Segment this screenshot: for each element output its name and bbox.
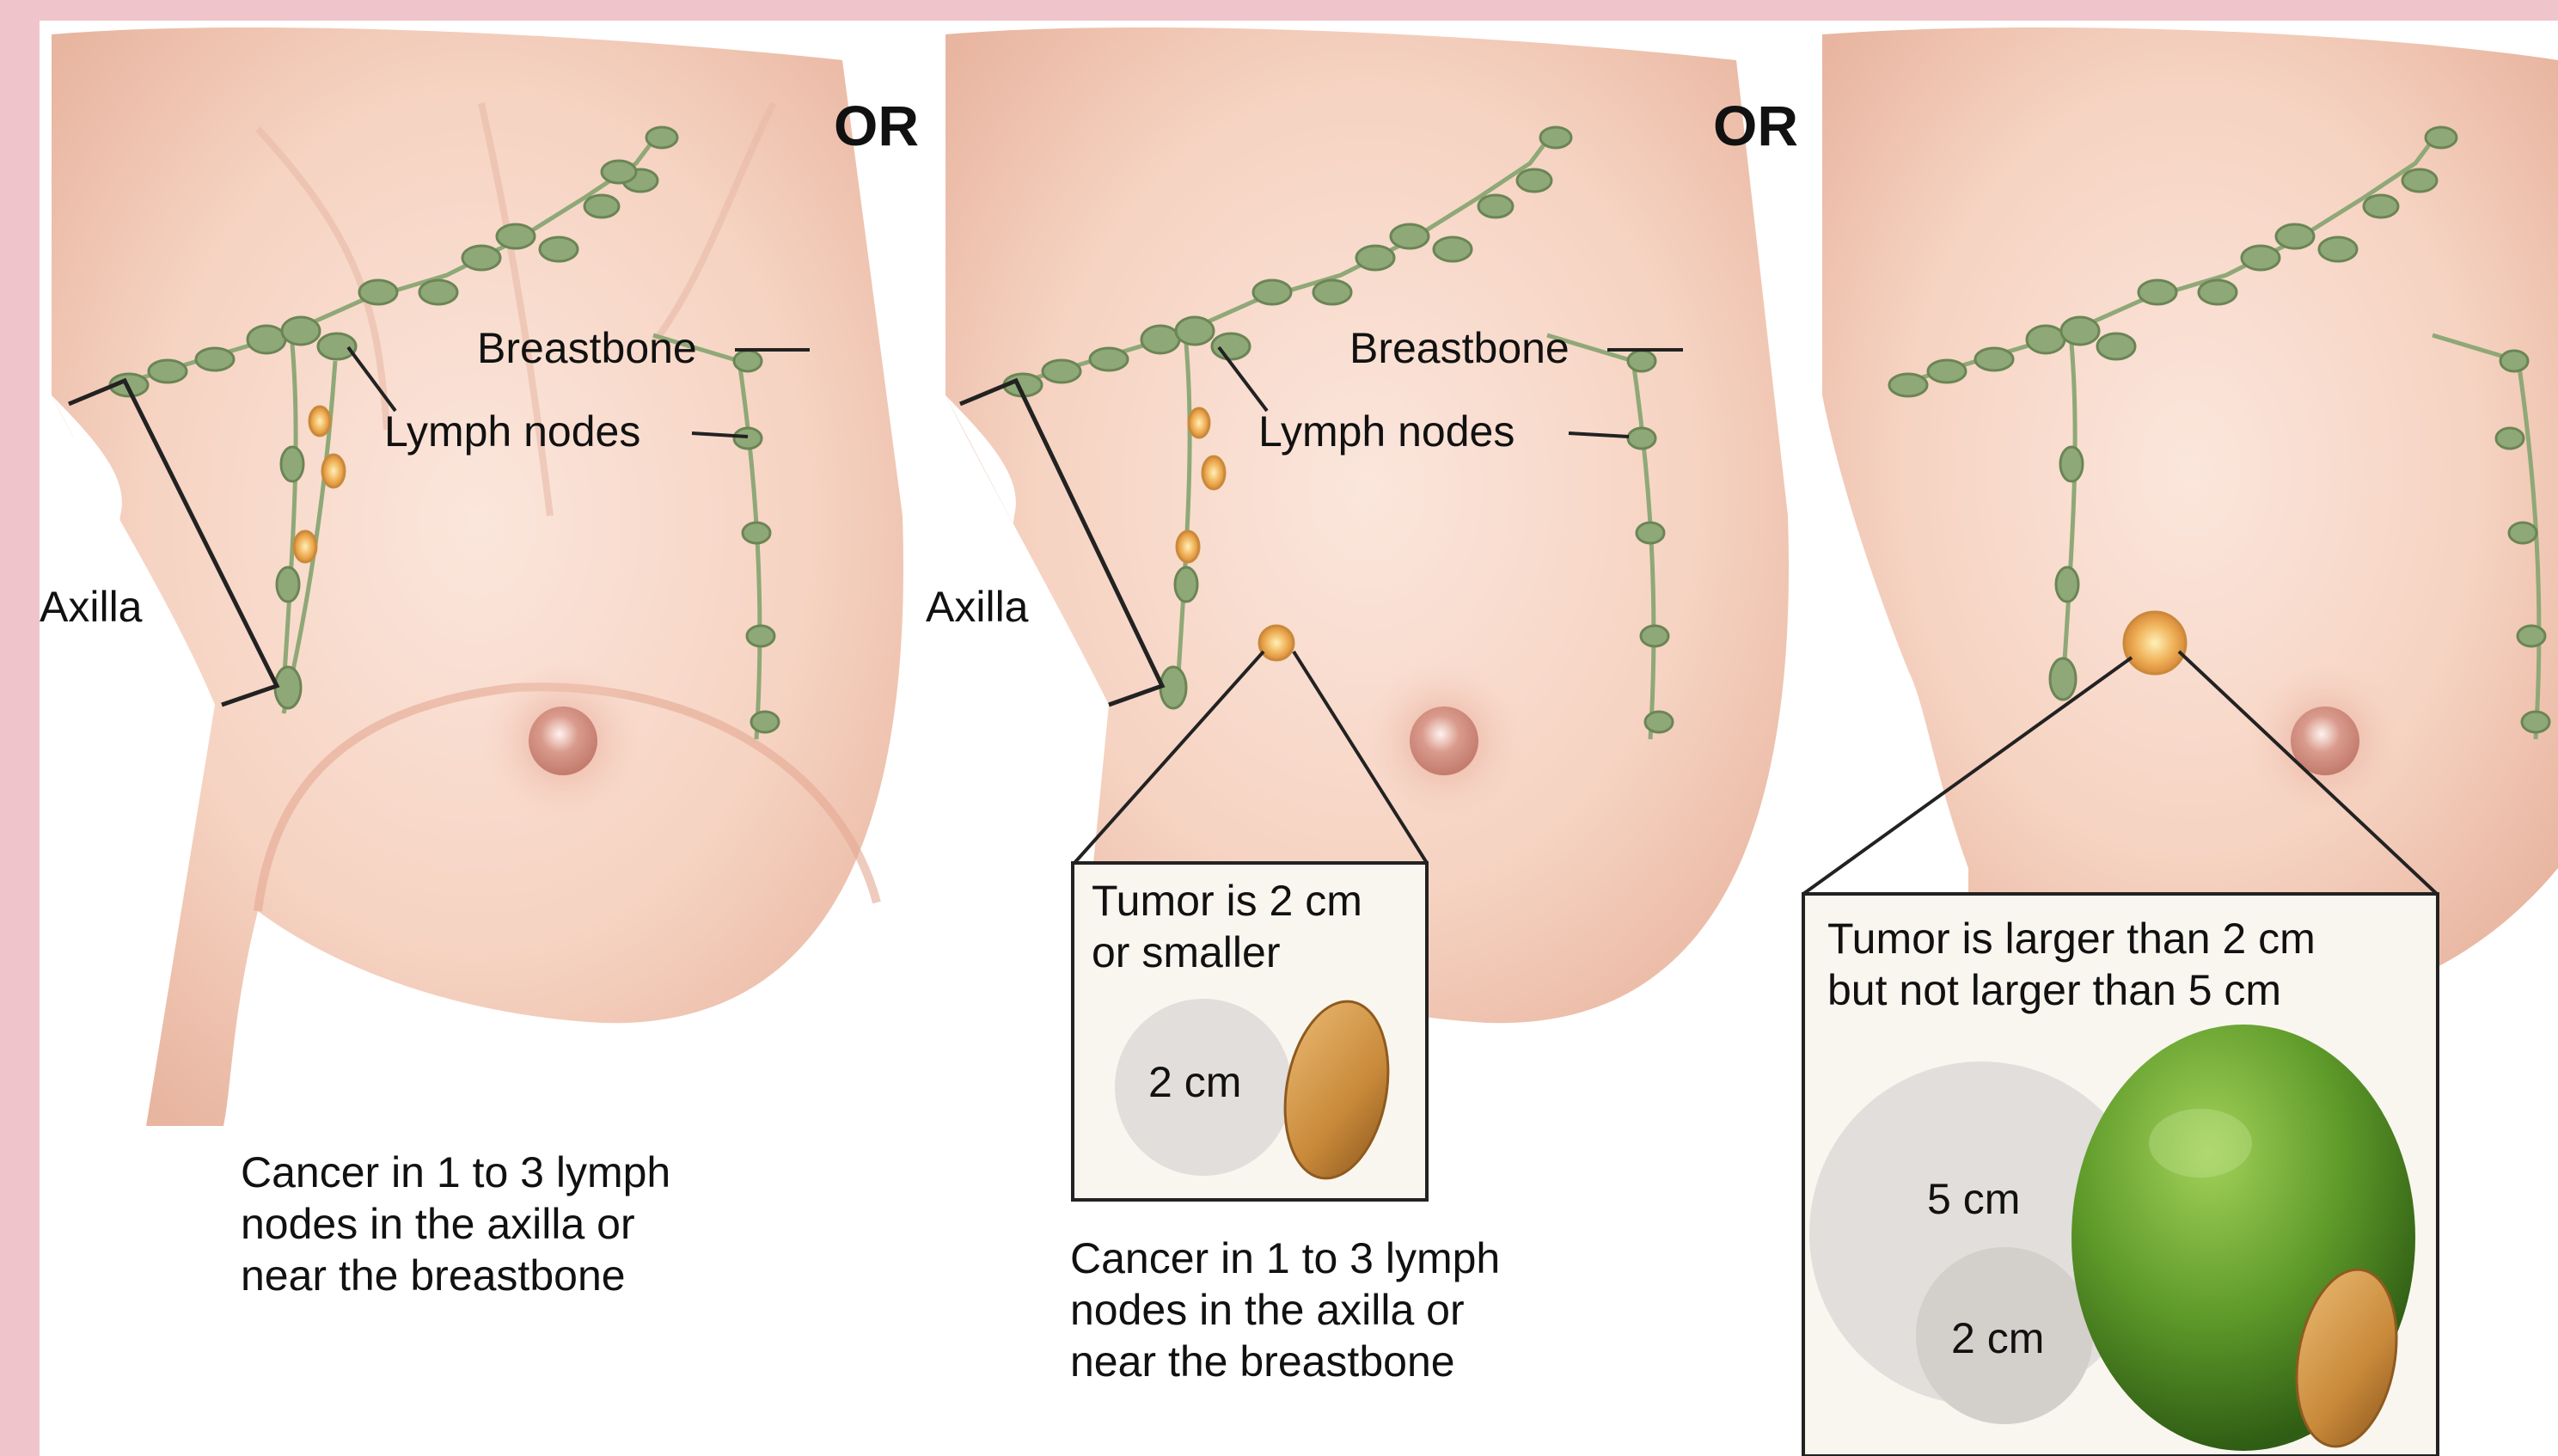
axilla-label-1: Axilla xyxy=(40,582,142,632)
circle-label-2cm-large: 2 cm xyxy=(1951,1313,2044,1363)
tumor-box-title-large: Tumor is larger than 2 cm but not larger… xyxy=(1827,913,2316,1016)
panel-1-breast xyxy=(52,28,903,1126)
lymph-nodes-label-2: Lymph nodes xyxy=(1258,407,1515,456)
axilla-label-2: Axilla xyxy=(926,582,1028,632)
tumor-box-title-small: Tumor is 2 cm or smaller xyxy=(1092,875,1362,978)
breastbone-label-1: Breastbone xyxy=(477,323,697,373)
panel-3-breast xyxy=(1803,28,2558,1456)
frame-left xyxy=(0,0,40,1456)
circle-label-5cm: 5 cm xyxy=(1927,1174,2020,1224)
breastbone-label-2: Breastbone xyxy=(1349,323,1570,373)
frame-top xyxy=(0,0,2558,21)
panel-2-caption: Cancer in 1 to 3 lymph nodes in the axil… xyxy=(1070,1233,1500,1387)
lymph-nodes-label-1: Lymph nodes xyxy=(384,407,640,456)
or-connector-1: OR xyxy=(834,93,919,158)
or-connector-2: OR xyxy=(1713,93,1798,158)
circle-label-2cm: 2 cm xyxy=(1148,1057,1241,1107)
panel-1-caption: Cancer in 1 to 3 lymph nodes in the axil… xyxy=(241,1147,670,1301)
tumor-2cm xyxy=(1259,626,1294,660)
panel-2-breast xyxy=(945,28,1789,1200)
tumor-5cm xyxy=(2124,612,2186,674)
